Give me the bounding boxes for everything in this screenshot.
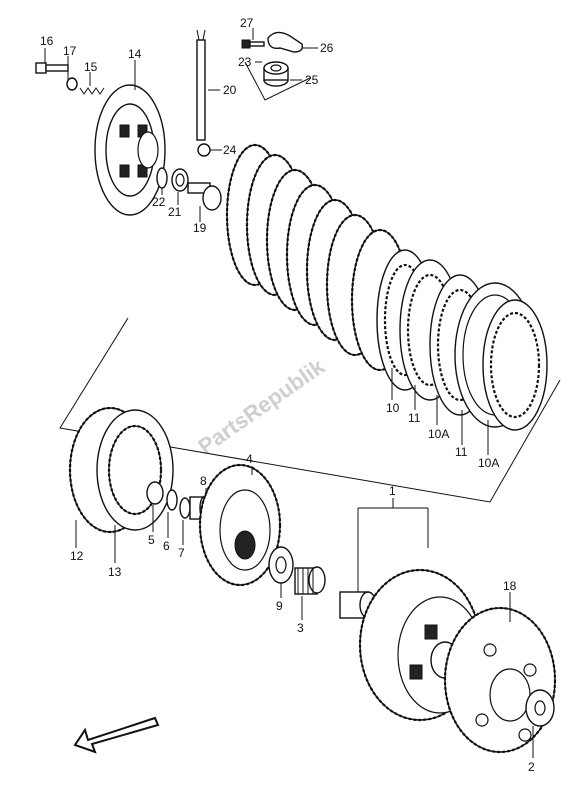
part-21-bearing (171, 168, 189, 192)
callout-14: 14 (128, 47, 142, 61)
callout-11: 11 (408, 411, 421, 425)
callout-24: 24 (223, 143, 237, 157)
part-17-washer (66, 77, 78, 91)
part-2-washer (525, 689, 555, 727)
part-25-collar (263, 61, 289, 87)
part-27-bolt (241, 39, 265, 49)
callout-13: 13 (108, 565, 122, 579)
callout-23: 23 (238, 55, 252, 69)
callout-8: 8 (200, 474, 207, 488)
part-22-washer (156, 167, 168, 189)
part-16-bolt (35, 62, 69, 74)
part-3-needle-bearing (294, 566, 326, 595)
callout-1: 1 (389, 484, 396, 498)
part-5-bushing (146, 481, 164, 505)
callout-26: 26 (320, 41, 334, 55)
clutch-plate-stack (225, 143, 548, 431)
part-18-pressure-plate (443, 606, 557, 754)
callout-11-second: 11 (455, 445, 468, 459)
callout-2: 2 (528, 760, 535, 774)
callout-7: 7 (178, 546, 185, 560)
callout-17: 17 (63, 44, 77, 58)
callout-20: 20 (223, 83, 237, 97)
part-26-lever (267, 31, 304, 53)
callout-10A: 10A (428, 427, 449, 441)
callout-6: 6 (163, 539, 170, 553)
callout-25: 25 (305, 73, 319, 87)
callout-9: 9 (276, 599, 283, 613)
part-7-spring (179, 497, 191, 519)
part-19-push-piece (187, 182, 222, 211)
callout-16: 16 (40, 34, 54, 48)
part-24-ball (197, 143, 211, 157)
callout-4: 4 (246, 452, 253, 466)
front-direction-arrow (73, 716, 160, 754)
part-15-spring (79, 87, 105, 95)
callout-18: 18 (503, 579, 517, 593)
callout-22: 22 (152, 195, 166, 209)
callout-10: 10 (386, 401, 400, 415)
part-4-primary-driven-gear (198, 463, 282, 587)
part-14-pressure-plate (94, 84, 166, 216)
callout-12: 12 (70, 549, 84, 563)
part-9-thrust-washer (268, 546, 294, 584)
callout-15: 15 (84, 60, 98, 74)
callout-3: 3 (297, 621, 304, 635)
callout-21: 21 (168, 205, 182, 219)
part-20-release-rod (196, 29, 206, 141)
callout-10A-second: 10A (478, 456, 499, 470)
part-13-clutch-housing-inner (96, 409, 174, 531)
part-6-washer (166, 489, 178, 511)
callout-19: 19 (193, 221, 207, 235)
bracket-23-26-25 (244, 61, 311, 101)
assembly-bracket-line (59, 317, 561, 503)
callout-27: 27 (240, 16, 254, 30)
watermark: PartsRepublik (194, 353, 330, 459)
leader-lines (44, 28, 534, 758)
callout-5: 5 (148, 533, 155, 547)
